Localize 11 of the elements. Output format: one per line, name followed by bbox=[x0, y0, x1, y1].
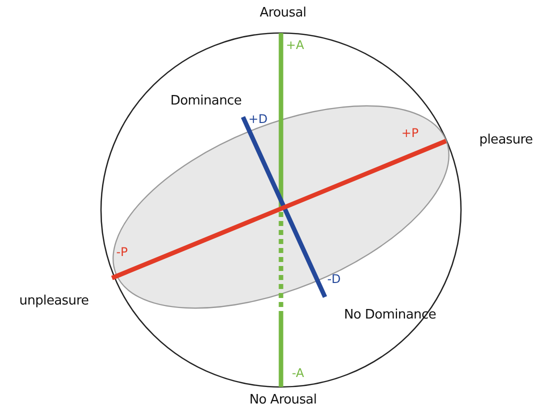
axis-title: Arousal bbox=[260, 6, 306, 20]
axis-end-label: +D bbox=[248, 113, 268, 125]
axis-end-label: -A bbox=[292, 367, 304, 379]
axis-title: pleasure bbox=[479, 134, 533, 146]
axis-end-label: -P bbox=[116, 246, 128, 258]
axis-title: No Arousal bbox=[249, 394, 317, 406]
axis-end-label: +P bbox=[401, 127, 419, 139]
axis-title: unpleasure bbox=[19, 294, 89, 308]
axis-end-label: +A bbox=[286, 39, 304, 51]
axis-title: Dominance bbox=[170, 94, 242, 108]
axis-end-label: -D bbox=[327, 273, 341, 285]
